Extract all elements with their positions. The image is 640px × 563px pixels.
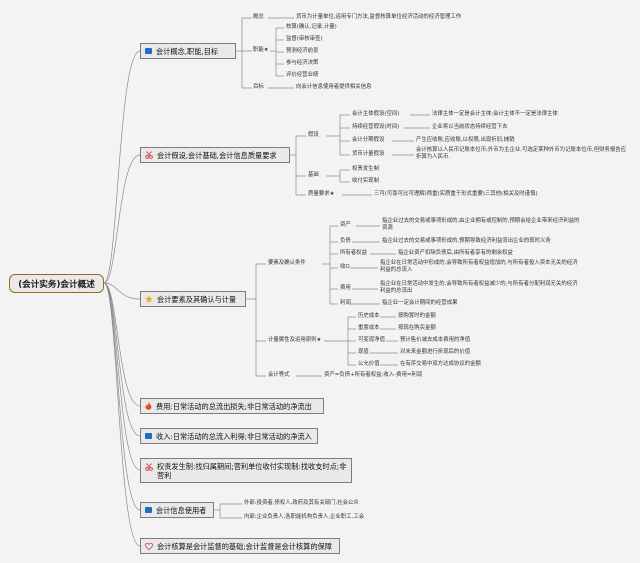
branch-users-title: 会计信息使用者	[156, 505, 207, 515]
quality-text: 三可(可靠可比可理解)两重(实质重于形式重要)三其他(相关及时谨慎)	[374, 191, 538, 197]
measure-label: 计量属性及运用原则★	[268, 337, 322, 343]
element-name: 所有者权益	[340, 250, 367, 256]
assumption-name: 会计主体假设(空间)	[352, 111, 400, 117]
element-desc: 指企业在日常活动中形成的,会导致所有者权益增加的,与所有者投入资本无关的经济利益…	[380, 260, 578, 273]
assumption-desc: 法律主体一定是会计主体;会计主体不一定是法律主体	[432, 111, 558, 117]
concept-text: 货币为计量单位,运用专门方法,监督核算单位经济活动的经济管理工作	[296, 14, 462, 20]
root-node[interactable]: (会计实务)会计概述	[9, 274, 104, 293]
branch-assumption-title: 会计假设,会计基础,会计信息质量要求	[157, 150, 277, 160]
function-item: 核算(确认,记录,计量)	[286, 24, 337, 30]
basis-label: 基础	[308, 172, 319, 178]
scissors-icon	[145, 151, 153, 159]
assumption-desc: 企业将以当前状态持续经营下去	[432, 124, 508, 130]
branch-supervision-title: 会计核算是会计监督的基础;会计监督是会计核算的保障	[157, 541, 332, 551]
root-title: (会计实务)会计概述	[18, 279, 95, 290]
function-label: 职能★	[253, 47, 269, 53]
assumption-desc: 产生应收账,应收账,以权限,出现折旧,摊销	[416, 137, 515, 143]
branch-concept-title: 会计概念,职能,目标	[156, 46, 219, 56]
measure-name: 重置成本	[358, 325, 380, 331]
assumption-name: 持续经营假设(时间)	[352, 124, 400, 130]
function-item: 评价经营业绩	[286, 72, 319, 78]
element-name: 资产	[340, 222, 351, 228]
measure-desc: 对未来金额进行折现后的价值	[400, 349, 471, 355]
equation-label: 会计等式	[268, 372, 290, 378]
branch-expense-node[interactable]: 费用:日常活动的总流出损失;非日常活动的净流出	[140, 398, 324, 414]
function-item: 参与经济决策	[286, 60, 319, 66]
branch-revenue-node[interactable]: 收入:日常活动的总流入利得;非日常活动的净流入	[140, 428, 318, 444]
heart-icon	[145, 542, 153, 550]
assumption-label: 假设	[308, 132, 319, 138]
quality-label: 质量要求★	[308, 191, 335, 197]
measure-name: 现值	[358, 349, 369, 355]
element-name: 费用	[340, 285, 351, 291]
goal-text: 向会计信息使用者提供相关信息	[296, 84, 372, 90]
element-name: 收O	[340, 264, 350, 270]
star-icon	[145, 295, 153, 303]
assumption-name: 货币计量假设	[352, 151, 385, 157]
assumption-name: 会计分期假设	[352, 137, 385, 143]
internal-users: 内部:企业负责人,各职能机构负责人,企业职工,工会	[244, 514, 365, 520]
measure-desc: 预计售价减去成本费用的净值	[400, 337, 471, 343]
element-name: 负债	[340, 238, 351, 244]
concept-label: 概念	[253, 14, 264, 20]
measure-desc: 按现在购买金额	[398, 325, 436, 331]
basis-item: 权责发生制	[352, 166, 379, 172]
external-users: 外部:投资者,债权人,政府及其有关部门,社会公众	[244, 500, 359, 506]
branch-assumption-node[interactable]: 会计假设,会计基础,会计信息质量要求	[140, 147, 290, 163]
element-desc: 指企业过去的交易或事项形成的,预期导致经济利益流出企业的现时义务	[382, 238, 551, 244]
equation-text: 资产=负债+所有者权益;收入-费用=利润	[324, 372, 423, 378]
fire-icon	[145, 402, 152, 410]
branch-supervision-node[interactable]: 会计核算是会计监督的基础;会计监督是会计核算的保障	[140, 538, 340, 554]
branch-users-node[interactable]: 会计信息使用者	[140, 502, 214, 518]
goal-label: 目标	[253, 84, 264, 90]
branch-elements-title: 会计要素及其确认与计量	[157, 294, 237, 304]
assumption-desc: 会计核算以人民币记账本位币;外币为主企业,可选定某种外币为记账本位币,但财务报告…	[416, 147, 627, 160]
branch-elements-node[interactable]: 会计要素及其确认与计量	[140, 291, 246, 307]
branch-accrual-title: 权责发生制:找归属期间;营利单位收付实现制:找收支时点;非营利	[157, 461, 347, 480]
element-desc: 指企业过去的交易或事项形成的,由企业拥有或控制的,预期会给企业带来经济利益的资源	[382, 218, 580, 231]
flag-icon	[145, 433, 152, 439]
flag-icon	[145, 48, 152, 54]
branch-expense-title: 费用:日常活动的总流出损失;非日常活动的净流出	[156, 401, 312, 411]
flag-icon	[145, 507, 152, 513]
scissors-icon	[145, 463, 153, 471]
elements-label: 要素及确认条件	[268, 260, 306, 266]
measure-desc: 在有序交易中双方达成协议的金额	[400, 361, 481, 367]
measure-name: 公允价值	[358, 361, 380, 367]
branch-revenue-title: 收入:日常活动的总流入利得;非日常活动的净流入	[156, 431, 312, 441]
measure-name: 可变现净值	[358, 337, 385, 343]
measure-name: 历史成本	[358, 313, 380, 319]
measure-desc: 按购置时的金额	[398, 313, 436, 319]
element-desc: 指企业一定会计期间的经营成果	[382, 300, 458, 306]
element-name: 利润	[340, 300, 351, 306]
branch-accrual-node[interactable]: 权责发生制:找归属期间;营利单位收付实现制:找收支时点;非营利	[140, 458, 352, 483]
element-desc: 指企业资产扣除负债后,由所有者享有的剩余权益	[398, 250, 513, 256]
function-item: 预测经济前景	[286, 48, 319, 54]
element-desc: 指企业在日常活动中发生的,会导致所有者权益减少的,与所有者分配利润无关的经济利益…	[380, 281, 578, 294]
function-item: 监督(审核审查)	[286, 36, 323, 42]
basis-item: 收付实现制	[352, 178, 379, 184]
branch-concept-node[interactable]: 会计概念,职能,目标	[140, 43, 236, 59]
